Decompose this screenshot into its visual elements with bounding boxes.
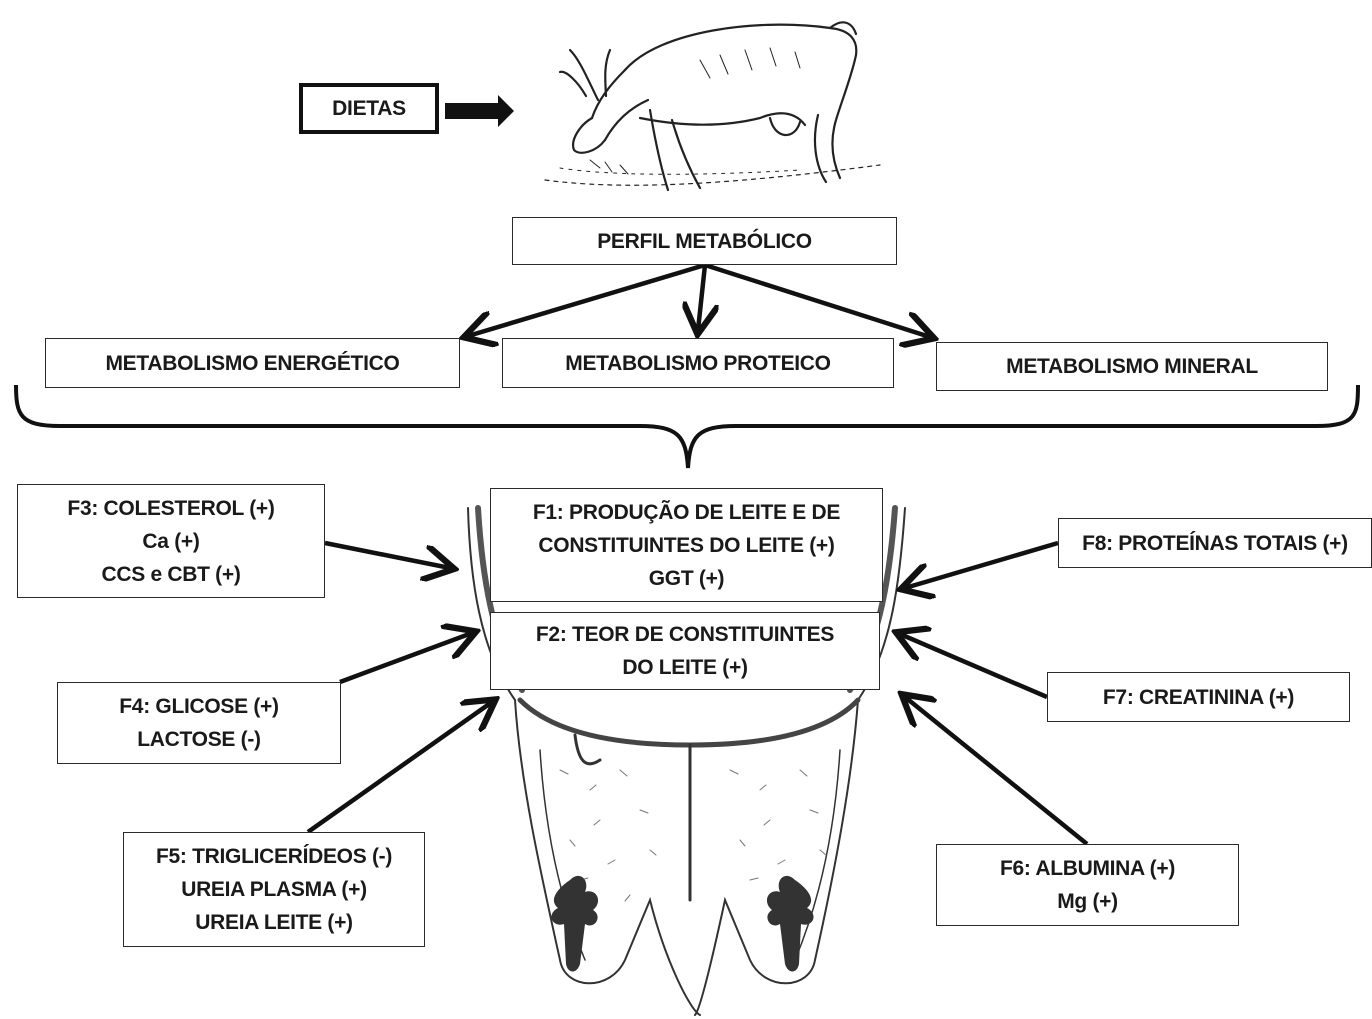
- factor-f6-box: F6: ALBUMINA (+) Mg (+): [936, 844, 1239, 926]
- udder-cross-section: [467, 505, 906, 1016]
- f4-line-1: F4: GLICOSE (+): [119, 695, 279, 718]
- f4-line-2: LACTOSE (-): [137, 728, 261, 751]
- dietas-arrow: [445, 95, 514, 127]
- goat-illustration: [544, 21, 881, 192]
- factor-f7-box: F7: CREATININA (+): [1047, 672, 1350, 722]
- energetico-label: METABOLISMO ENERGÉTICO: [105, 351, 400, 375]
- f7-line-1: F7: CREATININA (+): [1102, 685, 1295, 709]
- proteico-label: METABOLISMO PROTEICO: [565, 351, 831, 375]
- metabolismo-energetico-box: METABOLISMO ENERGÉTICO: [45, 338, 460, 388]
- factor-f1-box: F1: PRODUÇÃO DE LEITE E DE CONSTITUINTES…: [490, 488, 883, 602]
- f5-line-1: F5: TRIGLICERÍDEOS (-): [155, 845, 393, 868]
- f1-line-1: F1: PRODUÇÃO DE LEITE E DE: [532, 500, 841, 524]
- f5-line-3: UREIA LEITE (+): [195, 911, 353, 934]
- metabolismo-mineral-box: METABOLISMO MINERAL: [936, 342, 1328, 391]
- dietas-label: DIETAS: [332, 97, 406, 120]
- metabolismo-proteico-box: METABOLISMO PROTEICO: [502, 338, 894, 388]
- dietas-box: DIETAS: [299, 83, 439, 134]
- f3-line-1: F3: COLESTEROL (+): [67, 496, 275, 520]
- f2-line-1: F2: TEOR DE CONSTITUINTES: [535, 623, 835, 646]
- factor-arrows: [306, 540, 1089, 846]
- factor-f5-box: F5: TRIGLICERÍDEOS (-) UREIA PLASMA (+) …: [123, 832, 425, 947]
- f3-line-3: CCS e CBT (+): [101, 562, 241, 586]
- f8-line-1: F8: PROTEÍNAS TOTAIS (+): [1082, 531, 1348, 555]
- f1-line-2: CONSTITUINTES DO LEITE (+): [538, 533, 835, 557]
- f5-line-2: UREIA PLASMA (+): [181, 878, 367, 901]
- curly-brace: [14, 384, 1360, 469]
- perfil-arrows: [468, 262, 930, 337]
- factor-f3-box: F3: COLESTEROL (+) Ca (+) CCS e CBT (+): [17, 484, 325, 598]
- perfil-metabolico-box: PERFIL METABÓLICO: [512, 217, 897, 265]
- f6-line-2: Mg (+): [1057, 890, 1118, 913]
- mineral-label: METABOLISMO MINERAL: [1006, 355, 1258, 378]
- factor-f8-box: F8: PROTEÍNAS TOTAIS (+): [1058, 518, 1372, 568]
- f2-line-2: DO LEITE (+): [622, 656, 748, 679]
- perfil-label: PERFIL METABÓLICO: [597, 229, 812, 253]
- f3-line-2: Ca (+): [142, 529, 200, 553]
- f6-line-1: F6: ALBUMINA (+): [999, 857, 1176, 880]
- factor-f4-box: F4: GLICOSE (+) LACTOSE (-): [57, 682, 341, 764]
- f1-line-3: GGT (+): [648, 566, 725, 590]
- factor-f2-box: F2: TEOR DE CONSTITUINTES DO LEITE (+): [490, 612, 880, 690]
